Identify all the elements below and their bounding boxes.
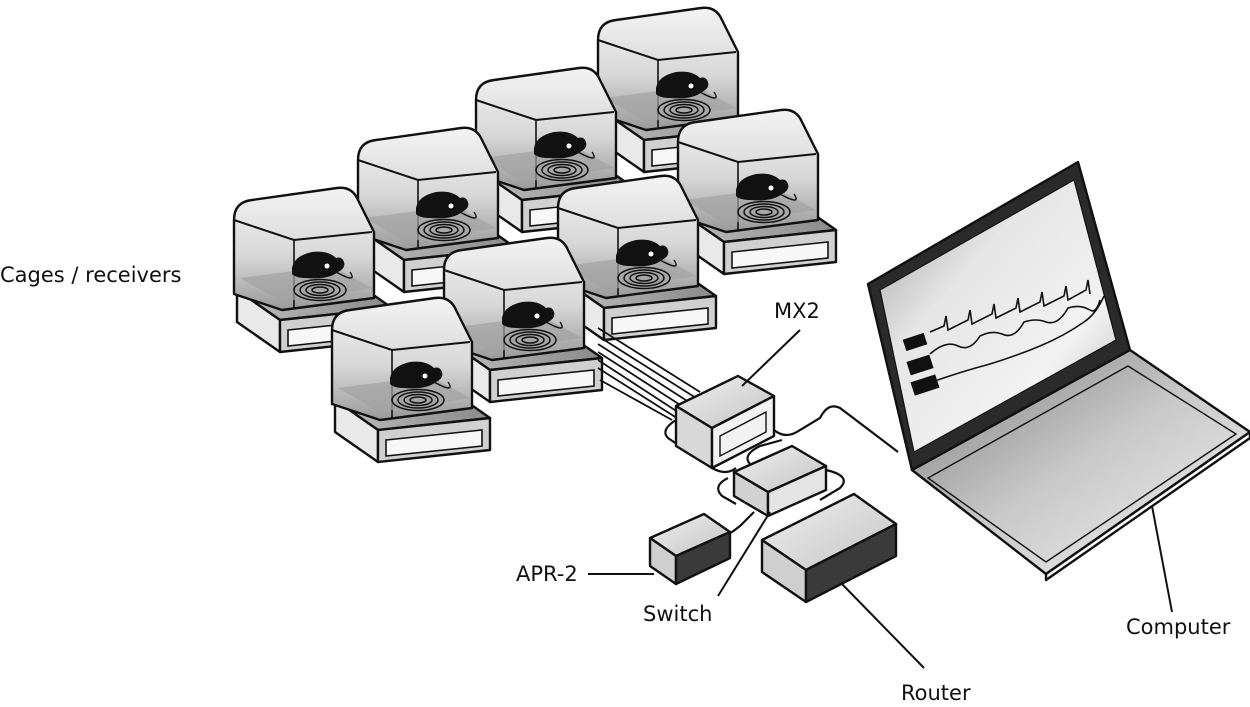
cage-receiver-unit bbox=[676, 108, 838, 276]
waveform-traces bbox=[929, 279, 1105, 383]
channel-tag-ecg bbox=[902, 332, 928, 352]
channel-tag-pressure bbox=[906, 354, 934, 376]
apr2-device bbox=[648, 512, 732, 586]
channel-tags bbox=[902, 332, 940, 396]
label-cages-receivers: Cages / receivers bbox=[0, 263, 181, 287]
channel-tag-activity bbox=[910, 374, 940, 396]
laptop-computer bbox=[866, 160, 1250, 582]
mx2-device bbox=[674, 374, 776, 470]
label-mx2: MX2 bbox=[774, 299, 820, 323]
label-apr2: APR-2 bbox=[516, 562, 578, 586]
label-router: Router bbox=[901, 681, 971, 705]
leader-lines bbox=[588, 329, 1173, 669]
receiver-cables bbox=[597, 327, 701, 421]
label-computer: Computer bbox=[1126, 615, 1231, 639]
label-switch: Switch bbox=[643, 602, 712, 626]
laptop-screen bbox=[879, 179, 1117, 453]
router-device bbox=[760, 492, 898, 604]
